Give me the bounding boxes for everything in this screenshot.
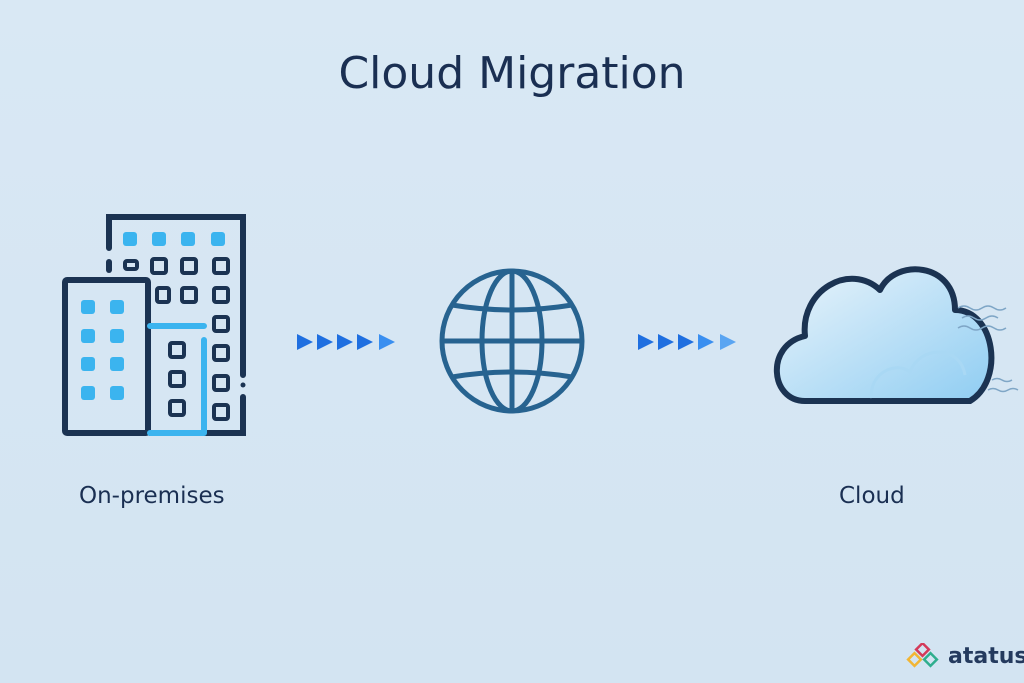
globe-icon xyxy=(439,268,585,414)
building-icon xyxy=(62,214,246,436)
cloud-icon xyxy=(773,266,1019,404)
cloud-label: Cloud xyxy=(839,483,905,509)
arrows-right xyxy=(638,334,736,350)
page-title: Cloud Migration xyxy=(338,48,686,99)
arrows-left xyxy=(297,334,395,350)
logo-mark-icon xyxy=(906,643,939,668)
on-premises-label: On-premises xyxy=(79,483,225,509)
brand-name: atatus xyxy=(948,643,1024,669)
brand-logo: atatus xyxy=(906,643,1024,669)
